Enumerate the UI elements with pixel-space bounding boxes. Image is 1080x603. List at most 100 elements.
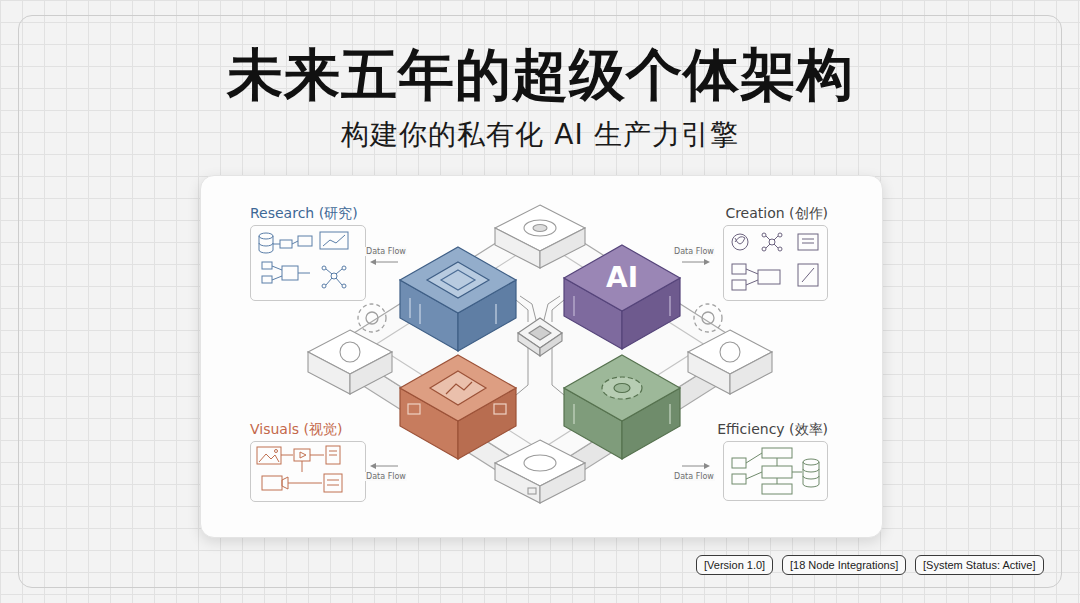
research-cube — [427, 262, 489, 298]
cube-ai-mark: AI — [606, 262, 638, 294]
corner-block — [340, 342, 360, 362]
visuals-icons — [275, 450, 278, 453]
creation-icons — [778, 247, 782, 251]
panel-frame — [723, 441, 828, 501]
page-subtitle: 构建你的私有化 AI 生产力引擎 — [0, 117, 1080, 153]
badge-text: [System Status: Active] — [923, 559, 1036, 571]
corner-block — [720, 342, 740, 362]
flow-label: Data Flow — [365, 247, 407, 256]
visuals-cube — [430, 371, 486, 405]
visuals-icons — [327, 480, 339, 481]
platform — [335, 215, 745, 498]
research-cube — [419, 304, 420, 324]
visuals-icons — [294, 449, 310, 461]
visuals-cube — [400, 355, 516, 459]
research-icons — [323, 235, 345, 246]
creation-icons — [746, 269, 758, 274]
module-panel: Efficiency (效率) — [700, 420, 828, 501]
research-icons — [342, 266, 346, 270]
research-icons — [298, 273, 310, 274]
visuals-icons — [259, 454, 279, 462]
efficiency-cube — [573, 404, 574, 424]
research-icons — [280, 240, 292, 248]
research-icons — [259, 236, 273, 253]
data-flow-arrow — [682, 466, 706, 467]
efficiency-icons — [746, 453, 762, 463]
research-icons — [342, 284, 346, 288]
visuals-cube — [494, 404, 506, 414]
visuals-icons — [282, 477, 288, 489]
research-cube — [495, 304, 496, 324]
corner-block — [350, 352, 392, 394]
efficiency-icons — [792, 472, 802, 473]
visuals-cube — [446, 382, 472, 394]
panel-frame — [250, 225, 366, 301]
corner-block — [533, 225, 547, 232]
creation-icons — [732, 280, 746, 290]
creation-icons — [802, 243, 814, 244]
visuals-icons — [302, 461, 303, 472]
corner-block — [524, 455, 556, 471]
creation-cube — [573, 296, 574, 316]
efficiency-icons — [732, 474, 746, 484]
gear — [702, 312, 714, 324]
efficiency-cube — [602, 377, 642, 399]
creation-cube — [564, 245, 680, 349]
research-icons — [273, 244, 280, 245]
data-flow-arrow — [370, 259, 710, 469]
efficiency-icons — [777, 458, 778, 466]
research-icons — [259, 232, 348, 288]
creation-cube — [564, 245, 680, 311]
creation-icons — [732, 264, 746, 274]
research-cube — [400, 247, 516, 351]
central-chip — [529, 326, 551, 340]
creation-icons — [762, 247, 766, 251]
data-flow-arrow — [704, 259, 710, 265]
efficiency-cube — [614, 384, 630, 393]
status-badge: [System Status: Active] — [915, 555, 1044, 575]
module-panel: Creation (创作) — [700, 204, 828, 301]
research-icons — [272, 276, 282, 280]
corner-block — [495, 228, 540, 268]
flow-label: Data Flow — [365, 472, 407, 481]
efficiency-icons — [762, 466, 792, 478]
visuals-icons — [329, 451, 337, 452]
visuals-cube — [408, 404, 420, 414]
creation-icons — [802, 239, 814, 240]
visuals-icons — [262, 476, 282, 490]
efficiency-icons — [803, 476, 819, 479]
data-flow-arrow — [682, 262, 706, 263]
research-icons — [259, 243, 273, 246]
visuals-icons — [288, 483, 322, 484]
research-icons — [282, 266, 298, 280]
creation-icons — [762, 233, 766, 237]
visuals-icons — [281, 455, 293, 456]
research-icons — [262, 276, 272, 283]
module-panel: Research (研究) — [250, 204, 378, 301]
research-icons — [322, 284, 326, 288]
visuals-icons — [310, 455, 324, 456]
research-icons — [272, 266, 282, 270]
creation-icons — [746, 280, 758, 285]
corner-block — [730, 352, 772, 394]
corner-block — [540, 228, 585, 268]
wire — [544, 296, 560, 320]
corner-block — [308, 205, 772, 503]
badge-text: [18 Node Integrations] — [790, 559, 898, 571]
efficiency-icons — [803, 459, 819, 465]
wire — [516, 300, 528, 322]
panel-frame — [723, 225, 828, 301]
module-panel: Visuals (视觉) — [250, 420, 378, 502]
status-badge: [Version 1.0] — [696, 555, 773, 575]
platform — [335, 215, 745, 475]
efficiency-cube — [669, 404, 670, 424]
gear — [694, 304, 722, 332]
efficiency-icons — [803, 462, 819, 487]
research-icons — [326, 269, 342, 285]
research-cube — [409, 298, 410, 318]
research-icons — [322, 266, 326, 270]
efficiency-icons — [803, 469, 819, 472]
efficiency-icons — [762, 448, 792, 458]
creation-icons — [766, 236, 778, 248]
